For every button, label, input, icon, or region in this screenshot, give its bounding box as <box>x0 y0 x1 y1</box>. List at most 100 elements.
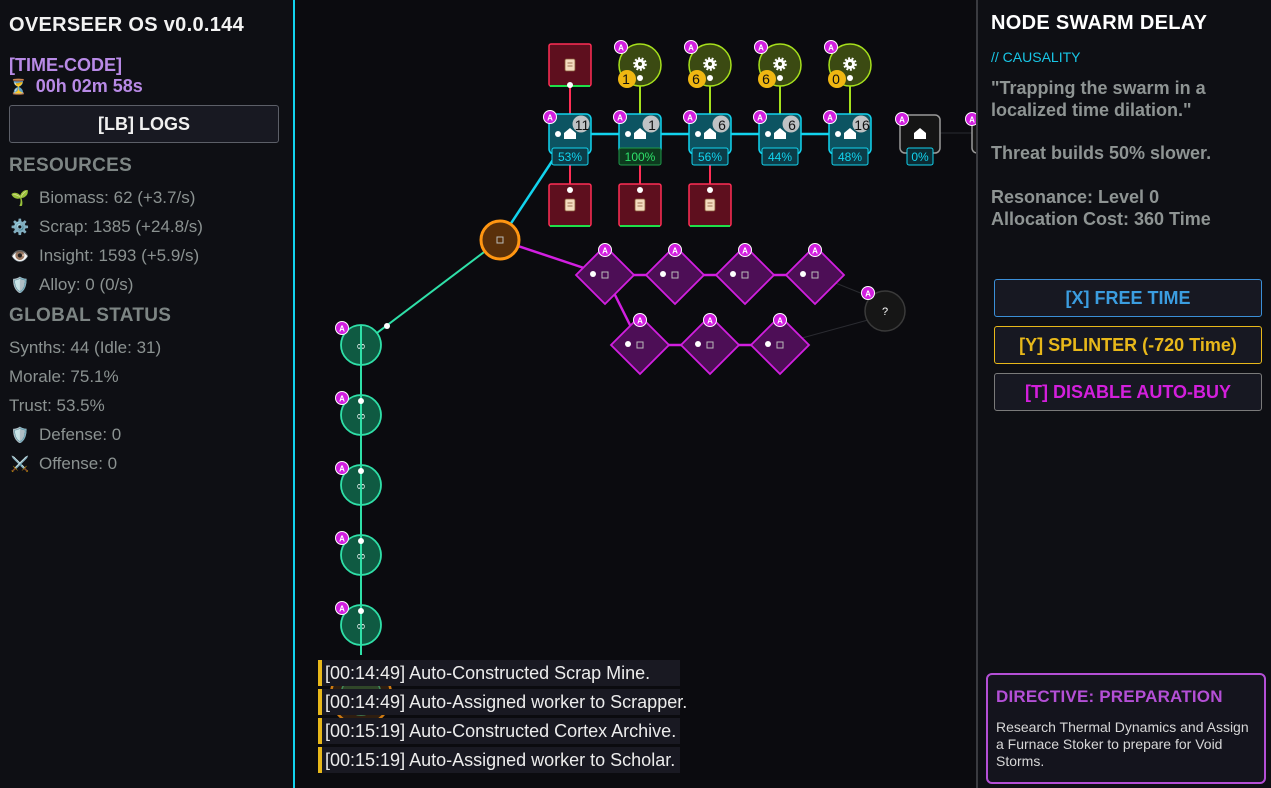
house-icon <box>914 128 926 139</box>
swarm-node[interactable] <box>749 314 811 376</box>
auto-badge-label: A <box>758 44 764 53</box>
hub-node[interactable] <box>479 219 521 261</box>
auto-badge[interactable]: A <box>335 461 349 475</box>
auto-badge[interactable]: A <box>683 110 697 124</box>
auto-badge-circle <box>613 110 627 124</box>
swarm-node-body[interactable] <box>679 314 741 376</box>
auto-badge-circle <box>738 243 752 257</box>
port-dot <box>800 271 806 277</box>
swarm-node[interactable] <box>714 244 776 306</box>
auto-badge-label: A <box>812 247 818 256</box>
node-effect: Threat builds 50% slower. <box>991 143 1212 163</box>
capacity-percent: 56% <box>698 150 722 164</box>
swarm-node-body[interactable] <box>609 314 671 376</box>
disable-auto-buy-button[interactable]: [T] DISABLE AUTO-BUY <box>994 373 1262 411</box>
swarm-node-body[interactable] <box>644 244 706 306</box>
swarm-node-port <box>636 341 644 349</box>
splinter-button[interactable]: [Y] SPLINTER (-720 Time) <box>994 326 1262 364</box>
auto-badge[interactable]: A <box>703 313 717 327</box>
port-dot <box>847 75 853 81</box>
auto-badge[interactable]: A <box>633 313 647 327</box>
defense-text: Defense: 0 <box>39 424 122 444</box>
resource-text: Scrap: 1385 (+24.8/s) <box>39 216 203 236</box>
swarm-node-port <box>811 271 819 279</box>
swarm-node[interactable] <box>644 244 706 306</box>
port-dot <box>358 468 364 474</box>
auto-badge-circle <box>683 110 697 124</box>
auto-badge[interactable]: A <box>861 286 875 300</box>
swarm-node[interactable] <box>609 314 671 376</box>
occupant-count: 1 <box>648 117 656 133</box>
auto-badge[interactable]: A <box>684 40 698 54</box>
auto-badge-label: A <box>969 116 975 125</box>
auto-badge-circle <box>633 313 647 327</box>
swarm-node[interactable] <box>784 244 846 306</box>
left-sidebar: OVERSEER OS v0.0.144 [TIME-CODE] ⏳ 00h 0… <box>0 0 295 788</box>
gear-hole <box>848 62 852 66</box>
capacity-percent: 44% <box>768 150 792 164</box>
hourglass-icon: ⏳ <box>9 78 28 96</box>
auto-badge[interactable]: A <box>773 313 787 327</box>
auto-badge[interactable]: A <box>335 321 349 335</box>
auto-badge-label: A <box>339 605 345 614</box>
crossed-swords-icon: ⚔️ <box>10 455 30 473</box>
logs-button[interactable]: [LB] LOGS <box>9 105 279 143</box>
port-dot <box>637 187 643 193</box>
synths-stat: Synths: 44 (Idle: 31) <box>9 333 284 362</box>
swarm-node[interactable] <box>679 314 741 376</box>
auto-badge-circle <box>754 40 768 54</box>
auto-badge-label: A <box>742 247 748 256</box>
occupant-count: 6 <box>788 117 796 133</box>
auto-badge[interactable]: A <box>754 40 768 54</box>
node-category: // CAUSALITY <box>991 49 1081 65</box>
unknown-node-label: ? <box>882 306 888 318</box>
auto-badge-circle <box>808 243 822 257</box>
resource-row: 🌱Biomass: 62 (+3.7/s) <box>9 183 284 212</box>
node-resonance: Resonance: Level 0 <box>991 187 1160 207</box>
port-dot <box>835 131 841 137</box>
count-badge <box>782 115 800 133</box>
resource-row: 🛡️Alloy: 0 (0/s) <box>9 270 284 299</box>
port-dot <box>707 187 713 193</box>
auto-badge[interactable]: A <box>598 243 612 257</box>
swarm-node-body[interactable] <box>714 244 776 306</box>
auto-badge[interactable]: A <box>823 110 837 124</box>
auto-badge-label: A <box>707 317 713 326</box>
capacity-percent: 53% <box>558 150 582 164</box>
auto-badge[interactable]: A <box>335 601 349 615</box>
auto-badge[interactable]: A <box>965 112 977 126</box>
swarm-node[interactable] <box>574 244 636 306</box>
port-dot <box>637 75 643 81</box>
swarm-node-body[interactable] <box>574 244 636 306</box>
auto-badge-label: A <box>339 395 345 404</box>
auto-badge-label: A <box>828 44 834 53</box>
port-dot <box>567 82 573 88</box>
app-title: OVERSEER OS v0.0.144 <box>9 14 245 36</box>
auto-badge[interactable]: A <box>543 110 557 124</box>
auto-badge-circle <box>824 40 838 54</box>
gear-icon <box>703 57 717 71</box>
free-time-button[interactable]: [X] FREE TIME <box>994 279 1262 317</box>
scroll-icon <box>704 198 716 212</box>
auto-badge[interactable]: A <box>335 391 349 405</box>
worker-count-badge <box>688 70 706 88</box>
auto-badge[interactable]: A <box>738 243 752 257</box>
auto-badge[interactable]: A <box>808 243 822 257</box>
auto-badge[interactable]: A <box>335 531 349 545</box>
unknown-node[interactable] <box>864 290 906 332</box>
swarm-node-body[interactable] <box>784 244 846 306</box>
auto-badge[interactable]: A <box>824 40 838 54</box>
auto-badge[interactable]: A <box>613 110 627 124</box>
port-dot <box>384 323 390 329</box>
auto-badge[interactable]: A <box>753 110 767 124</box>
auto-badge[interactable]: A <box>614 40 628 54</box>
event-log: [00:14:49] Auto-Constructed Scrap Mine.[… <box>318 660 687 776</box>
auto-badge[interactable]: A <box>895 112 909 126</box>
auto-badge-label: A <box>618 44 624 53</box>
log-entry: [00:15:19] Auto-Constructed Cortex Archi… <box>318 718 680 744</box>
auto-badge[interactable]: A <box>668 243 682 257</box>
swarm-node-body[interactable] <box>749 314 811 376</box>
gear-teeth <box>633 57 647 71</box>
